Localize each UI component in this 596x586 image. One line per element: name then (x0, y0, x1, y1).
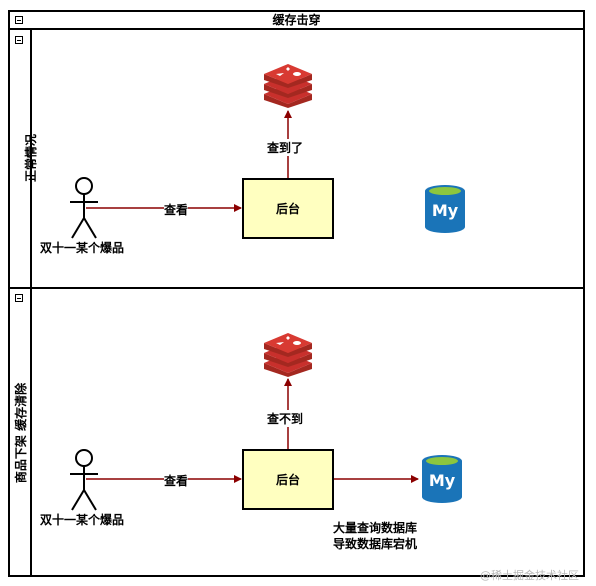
redis-icon (264, 333, 312, 377)
pool-title-bar (8, 10, 585, 30)
arrow-label-not-found: 查不到 (267, 410, 304, 427)
pool-collapse-icon[interactable] (15, 16, 23, 24)
pool-title: 缓存击穿 (272, 13, 321, 27)
backend-box-2[interactable]: 后台 (242, 449, 334, 510)
mysql-label: My (431, 201, 459, 220)
lane-1-frame (8, 30, 585, 289)
lane-1-collapse-icon[interactable] (15, 36, 23, 44)
redis-icon (264, 64, 312, 108)
person-icon (70, 177, 98, 239)
person-icon (70, 449, 98, 511)
lane-1-header (8, 30, 32, 289)
mysql-icon: My (424, 184, 466, 234)
db-overload-note-line2: 导致数据库宕机 (333, 537, 418, 551)
lane-2-header (8, 289, 32, 577)
mysql-icon: My (421, 454, 463, 504)
backend-box-1[interactable]: 后台 (242, 178, 334, 239)
lane-2-collapse-icon[interactable] (15, 294, 23, 302)
arrow-label-view-1: 查看 (164, 201, 189, 218)
arrow-label-found: 查到了 (267, 139, 304, 156)
watermark: @稀土掘金技术社区 (480, 569, 579, 582)
arrow-label-view-2: 查看 (164, 472, 189, 489)
mysql-label: My (428, 471, 456, 490)
actor-2-label: 双十一某个爆品 (40, 513, 125, 527)
actor-1-label: 双十一某个爆品 (40, 241, 125, 255)
pool-frame (8, 10, 585, 577)
db-overload-note-line1: 大量查询数据库 (333, 521, 418, 535)
